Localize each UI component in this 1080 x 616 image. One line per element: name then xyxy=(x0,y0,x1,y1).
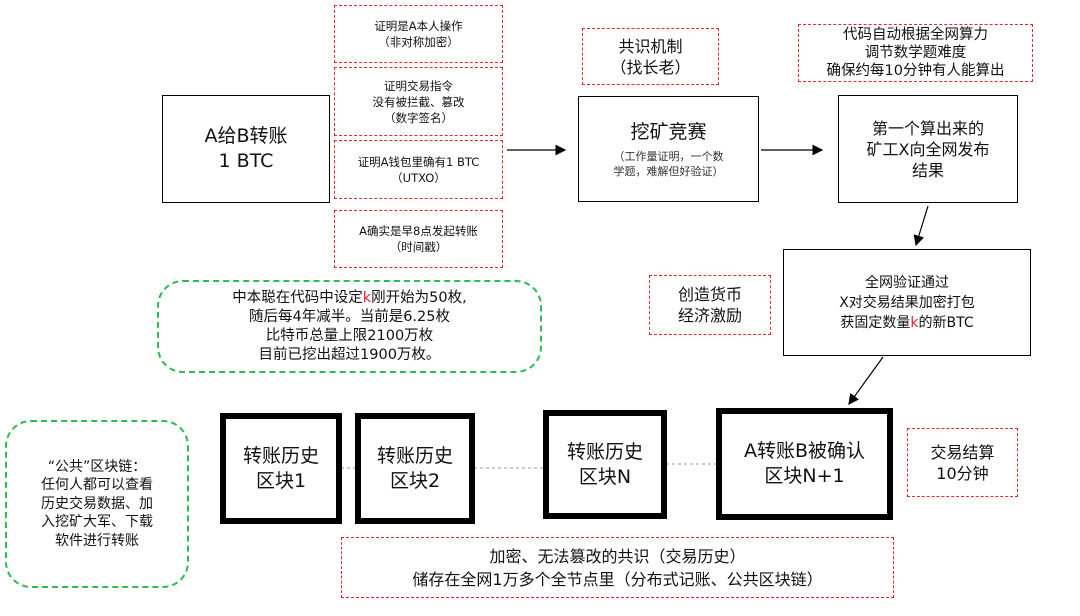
satoshi-note: 中本聪在代码中设定k刚开始为50枚, 随后每4年减半。当前是6.25枚 比特币总… xyxy=(157,280,542,373)
block-n-plus-1: A转账B被确认 区块N+1 xyxy=(716,408,893,520)
satoshi-k-highlight: k xyxy=(362,289,372,306)
public-chain-note: “公共”区块链： 任何人都可以查看 历史交易数据、加 入挖矿大军、下载 软件进行… xyxy=(5,420,189,588)
incentive-label: 创造货币 经济激励 xyxy=(649,275,771,335)
validation-line2: X对交易结果加密打包 xyxy=(839,294,975,311)
transfer-line2: 1 BTC xyxy=(218,150,274,172)
proof-timestamp: A确实是早8点发起转账 （时间戳） xyxy=(334,210,503,268)
satoshi-line1: 中本聪在代码中设定k刚开始为50枚, xyxy=(232,289,466,308)
satoshi-line1-pre: 中本聪在代码中设定 xyxy=(232,289,363,306)
consensus-label: 共识机制 （找长老） xyxy=(582,28,719,85)
difficulty-note: 代码自动根据全网算力 调节数学题难度 确保约每10分钟有人能算出 xyxy=(798,24,1033,82)
proof-balance: 证明A钱包里确有1 BTC （UTXO） xyxy=(334,140,503,199)
transfer-box: A给B转账 1 BTC xyxy=(162,95,330,203)
block-1: 转账历史 区块1 xyxy=(220,413,342,524)
satoshi-rest: 随后每4年减半。当前是6.25枚 比特币总量上限2100万枚 目前已挖出超过19… xyxy=(248,308,450,363)
first-miner-box: 第一个算出来的 矿工X向全网发布 结果 xyxy=(838,95,1018,203)
block-n: 转账历史 区块N xyxy=(543,410,667,519)
mining-box: 挖矿竞赛 （工作量证明，一个数 学题，难解但好验证） xyxy=(578,96,759,202)
block-2: 转账历史 区块2 xyxy=(355,413,475,524)
satoshi-line1-post: 刚开始为50枚, xyxy=(371,289,467,306)
validation-line1: 全网验证通过 xyxy=(865,274,949,291)
ledger-note: 加密、无法篡改的共识（交易历史） 储存在全网1万多个全节点里（分布式记账、公共区… xyxy=(341,537,894,598)
validation-box: 全网验证通过 X对交易结果加密打包 获固定数量k的新BTC xyxy=(783,249,1031,356)
transfer-line1: A给B转账 xyxy=(204,125,288,147)
settlement-label: 交易结算 10分钟 xyxy=(907,428,1018,497)
proof-integrity: 证明交易指令 没有被拦截、篡改 （数字签名） xyxy=(334,67,503,136)
mining-desc: （工作量证明，一个数 学题，难解但好验证） xyxy=(613,149,724,178)
arrow-validation-to-block xyxy=(848,356,884,405)
arrow-first-miner-to-validation xyxy=(913,205,929,247)
validation-line3: 获固定数量k的新BTC xyxy=(840,313,973,333)
validation-line3-pre: 获固定数量 xyxy=(840,314,911,331)
mining-title: 挖矿竞赛 xyxy=(630,120,707,143)
k-highlight: k xyxy=(910,314,919,331)
validation-line3-post: 的新BTC xyxy=(918,314,974,331)
proof-identity: 证明是A本人操作 （非对称加密） xyxy=(334,5,503,63)
